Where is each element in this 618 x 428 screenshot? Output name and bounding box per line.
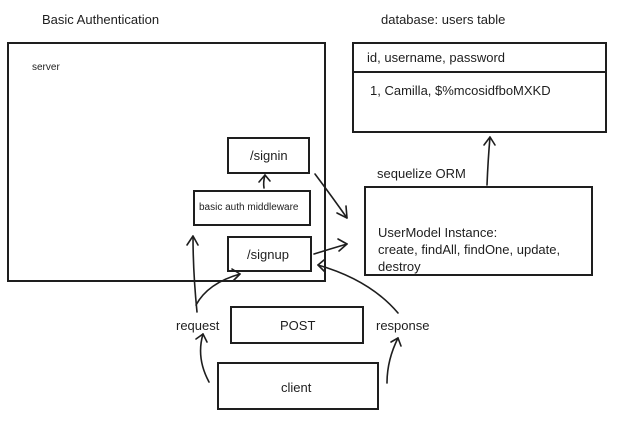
sequelize-orm-label: sequelize ORM <box>377 166 466 181</box>
arrow-response-to-signup <box>317 264 399 314</box>
arrow-client-to-response-head <box>390 337 402 347</box>
arrow-middleware-to-signin-head <box>258 174 271 183</box>
table-header-columns: id, username, password <box>367 50 506 65</box>
orm-box <box>364 186 593 276</box>
arrow-client-to-request <box>199 333 210 383</box>
signup-label: /signup <box>247 247 289 262</box>
response-label: response <box>376 318 430 333</box>
model-methods-line-2: destroy <box>378 259 421 274</box>
user-model-instance-label: UserModel Instance: <box>378 225 498 240</box>
client-box <box>217 362 379 410</box>
basic-auth-middleware-box <box>193 190 311 226</box>
signin-label: /signin <box>250 148 288 163</box>
arrow-client-to-response <box>386 337 399 384</box>
table-header-divider <box>352 71 607 73</box>
basic-auth-middleware-label: basic auth middleware <box>199 202 299 213</box>
arrow-signup-to-orm-head <box>337 238 348 252</box>
arrow-signin-to-orm <box>314 173 348 219</box>
basic-authentication-title: Basic Authentication <box>42 12 160 27</box>
server-label: server <box>32 62 60 73</box>
arrow-response-to-signup-head <box>317 259 326 273</box>
arrow-request-to-signup-head <box>231 268 241 282</box>
arrow-signin-to-orm-head <box>336 205 348 219</box>
client-label: client <box>281 380 312 395</box>
arrow-request-to-middleware <box>192 235 198 313</box>
arrow-client-to-request-head <box>195 333 208 343</box>
signup-box <box>227 236 312 272</box>
request-label: request <box>176 318 220 333</box>
arrow-signup-to-orm <box>313 243 348 255</box>
server-box <box>7 42 326 282</box>
database-users-table-title: database: users table <box>381 12 506 27</box>
arrow-orm-to-database <box>486 136 491 186</box>
users-table-box <box>352 42 607 133</box>
arrow-request-to-signup <box>195 273 241 306</box>
arrow-request-to-middleware-head <box>186 235 199 246</box>
signin-box <box>227 137 310 174</box>
arrow-orm-to-database-head <box>483 136 496 146</box>
table-row: 1, Camilla, $%mcosidfboMXKD <box>370 83 551 98</box>
post-label: POST <box>280 318 316 333</box>
model-methods-line-1: create, findAll, findOne, update, <box>378 242 561 257</box>
post-box <box>230 306 364 344</box>
